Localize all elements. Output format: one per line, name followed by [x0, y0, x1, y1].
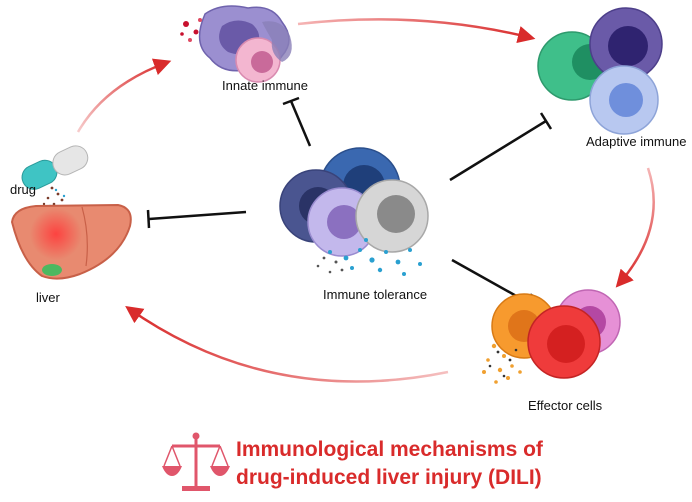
liver-icon	[10, 203, 132, 280]
arrow-effector-to-liver	[125, 305, 449, 383]
immune-tolerance-cells	[279, 147, 429, 276]
adaptive-immune-label: Adaptive immune	[586, 134, 687, 149]
effector-cells	[482, 289, 621, 384]
effector-cells-label: Effector cells	[528, 398, 603, 413]
inhibit-tolerance-to-adaptive	[449, 112, 553, 182]
drug-label: drug	[10, 182, 37, 197]
drug-capsule-icon	[21, 145, 89, 208]
liver-label: liver	[36, 290, 60, 305]
innate-immune-label: Innate immune	[222, 78, 308, 93]
inhibit-tolerance-to-innate	[282, 96, 312, 147]
arrow-innate-to-adaptive	[297, 18, 536, 44]
arrow-liver-to-innate	[76, 58, 172, 133]
arrow-adaptive-to-effector	[615, 167, 655, 288]
title-line-2: drug-induced liver injury (DILI)	[236, 466, 542, 489]
innate-immune-cells	[180, 5, 292, 83]
immune-tolerance-label: Immune tolerance	[323, 287, 428, 302]
title-line-1: Immunological mechanisms of	[236, 438, 543, 461]
balance-scale-icon	[162, 432, 230, 491]
inhibit-tolerance-to-liver	[146, 209, 247, 229]
adaptive-immune-cells	[537, 7, 663, 135]
